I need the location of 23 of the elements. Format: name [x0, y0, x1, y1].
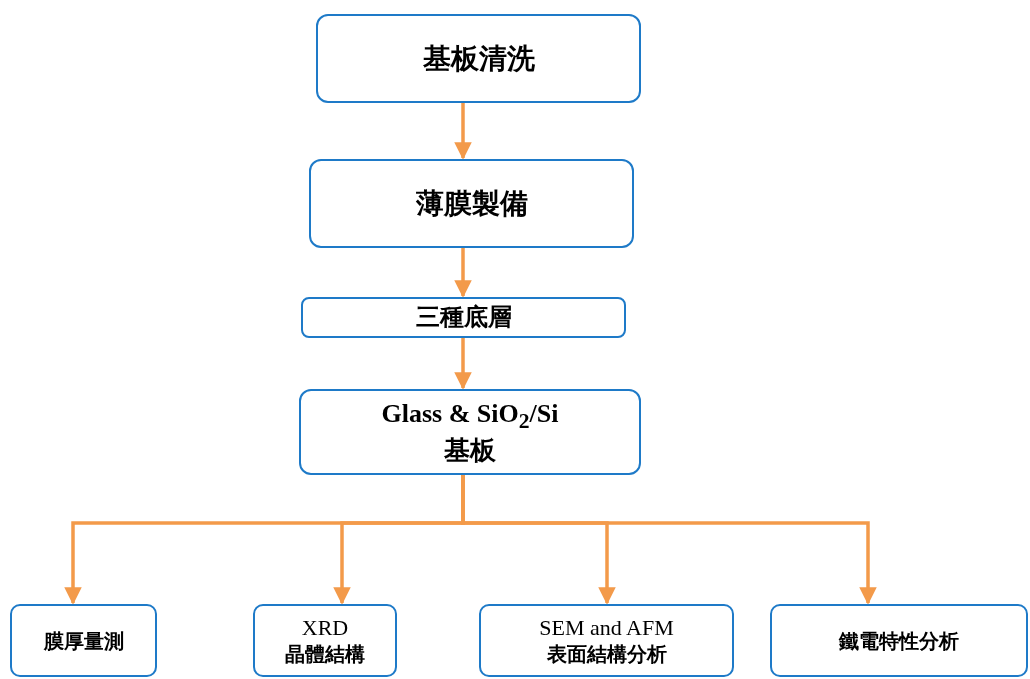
process-box [770, 604, 1028, 677]
process-box [479, 604, 734, 677]
box-label: XRD [301, 615, 349, 642]
process-box [299, 389, 641, 475]
box-label: 三種底層 [415, 303, 512, 332]
box-label: 表面結構分析 [546, 641, 667, 666]
process-box [253, 604, 397, 677]
box-label: 膜厚量測 [43, 628, 124, 653]
arrow [454, 338, 472, 390]
arrow [454, 248, 472, 298]
box-label: 薄膜製備 [415, 186, 528, 221]
process-box [301, 297, 626, 338]
arrow [461, 475, 877, 605]
box-label: SEM and AFM [539, 615, 674, 642]
box-label: 基板清洗 [422, 41, 535, 76]
box-label: 基板 [444, 434, 496, 466]
process-box [10, 604, 157, 677]
process-box [316, 14, 641, 103]
box-label: 晶體結構 [285, 641, 365, 666]
arrow [454, 103, 472, 160]
box-label: 鐵電特性分析 [839, 628, 959, 653]
process-box [309, 159, 634, 248]
box-label: Glass & SiO$_{2}$/Si [381, 398, 559, 435]
